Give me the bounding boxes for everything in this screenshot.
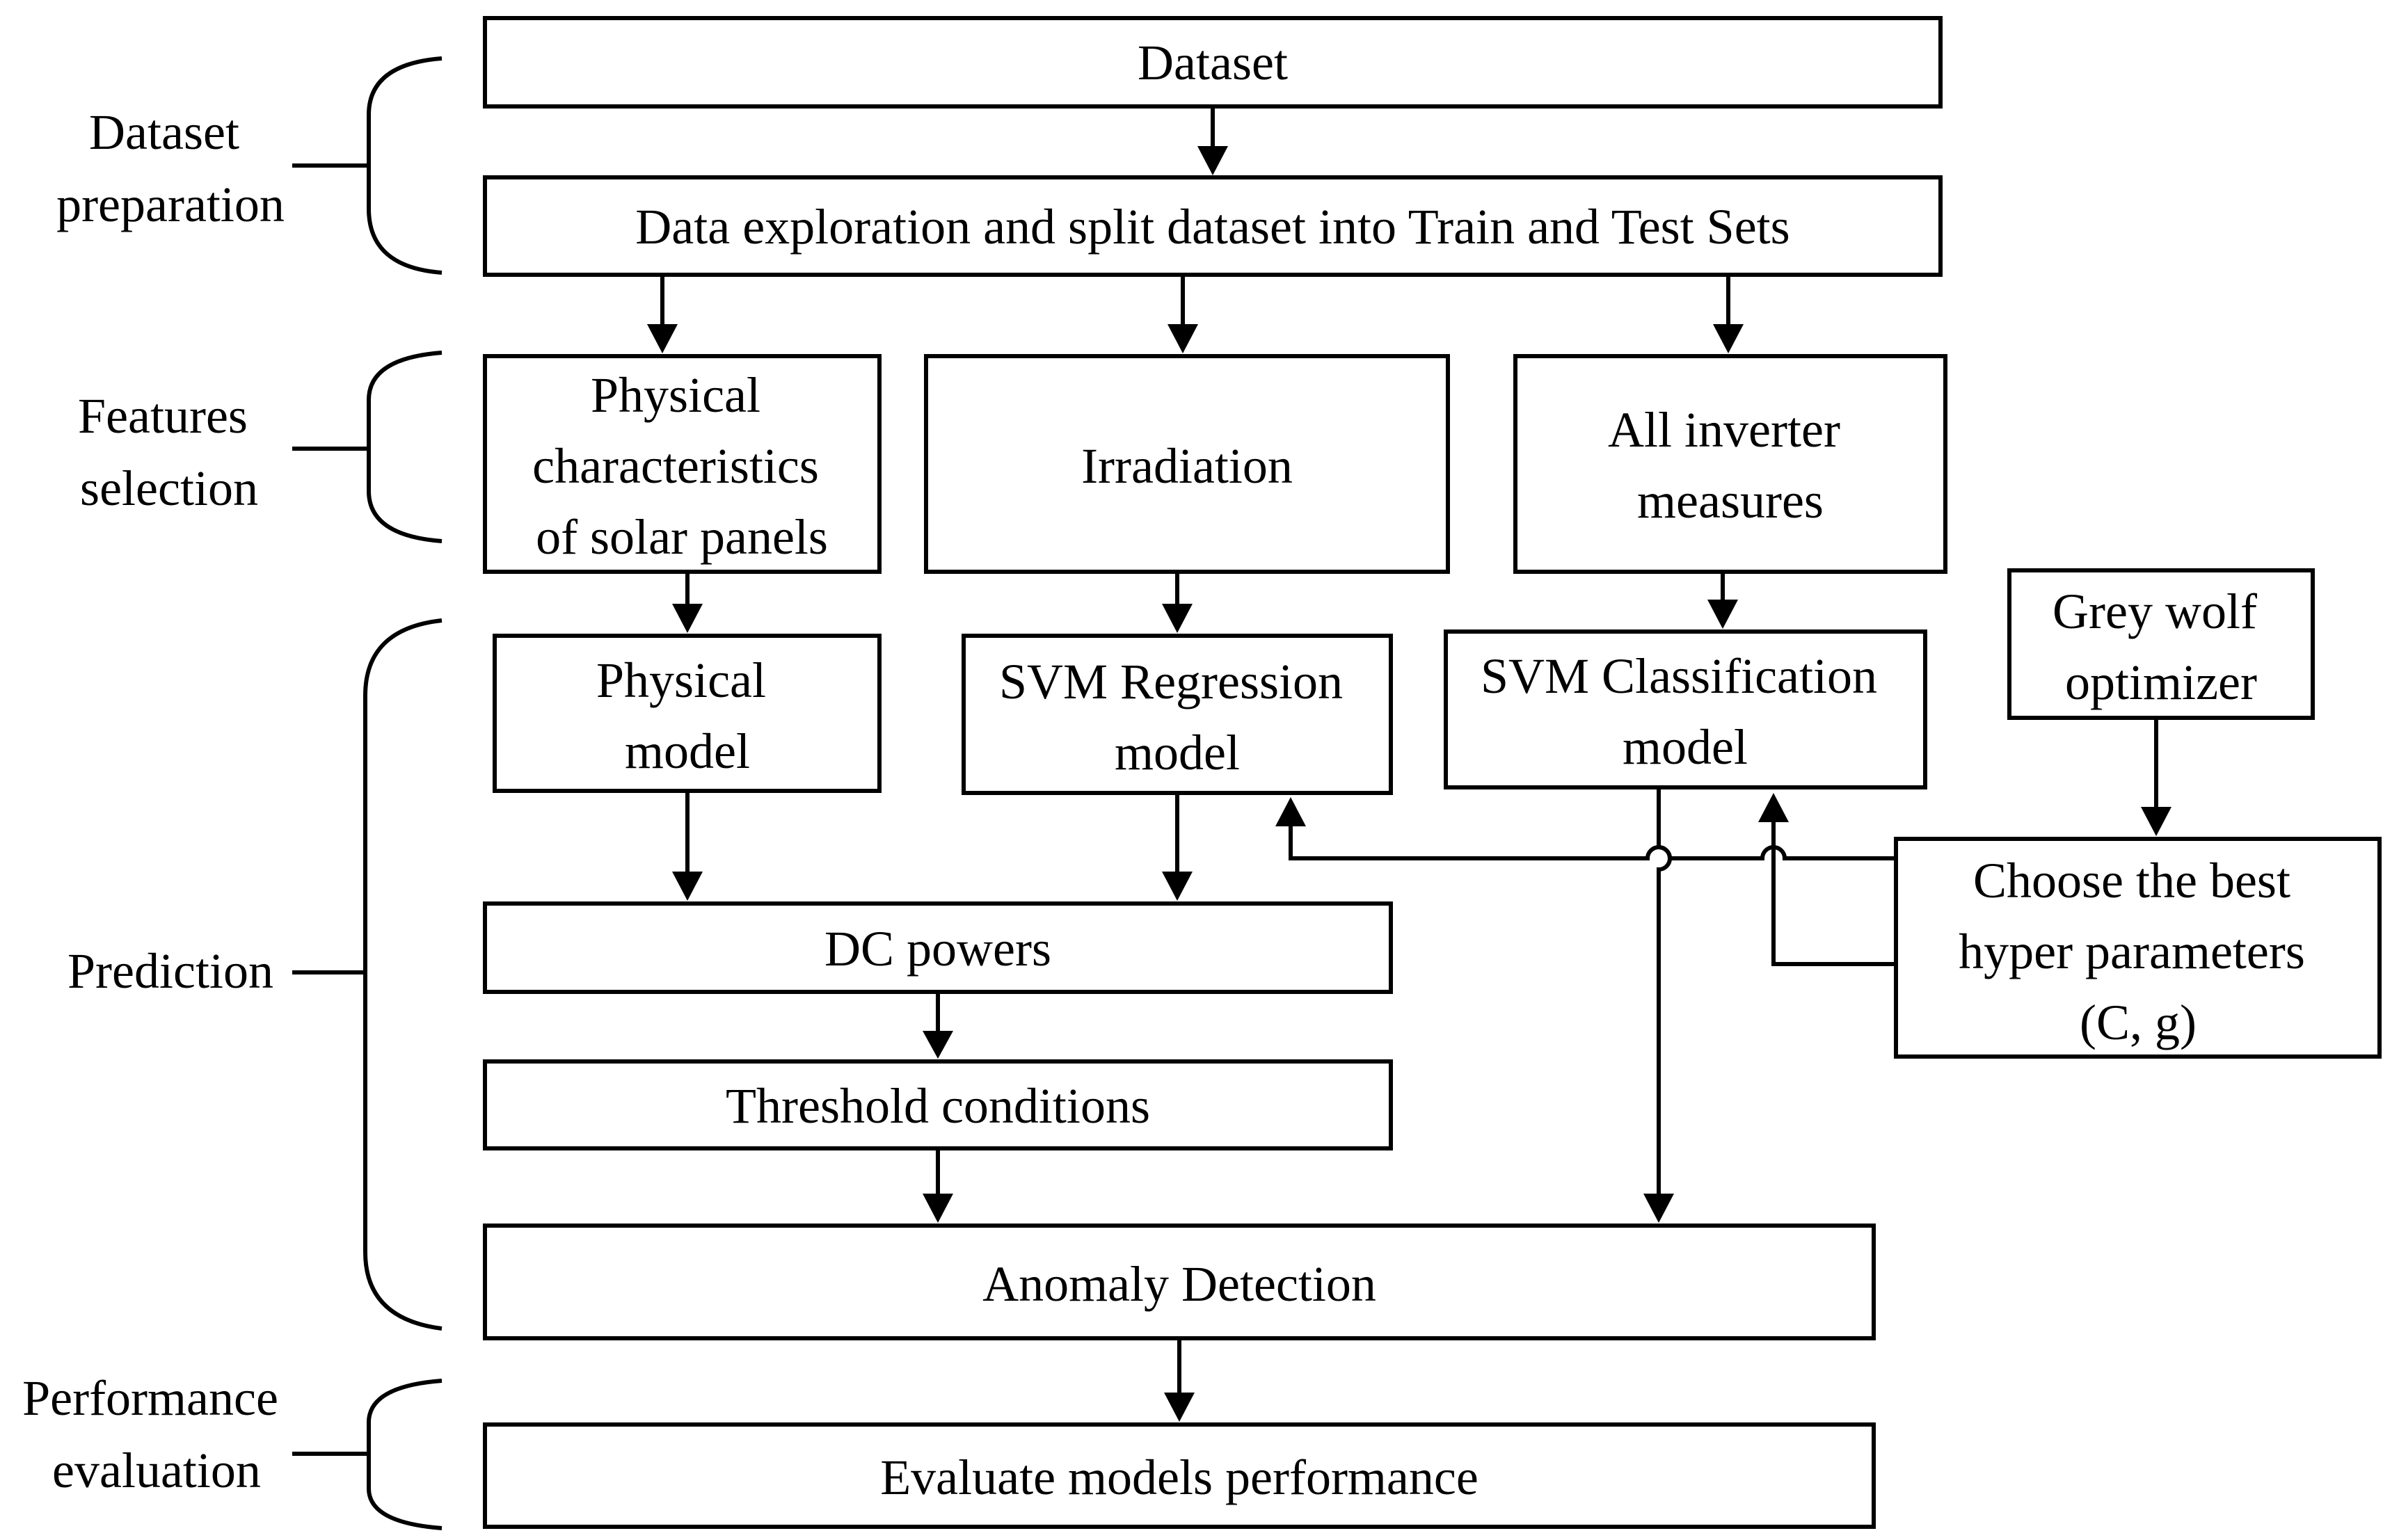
evaluate-performance-label: Evaluate models performance: [880, 1450, 1479, 1505]
hyper-parameters-label: Choose the best hyper parameters (C, g): [1959, 853, 2318, 1050]
arrow-anomaly-to-evaluate: [1164, 1338, 1195, 1422]
brace-performance-evaluation: [292, 1379, 443, 1530]
anomaly-detection-box: Anomaly Detection: [483, 1224, 1876, 1340]
exploration-label: Data exploration and split dataset into …: [635, 199, 1790, 255]
anomaly-detection-label: Anomaly Detection: [982, 1256, 1376, 1312]
dataset-box: Dataset: [483, 16, 1943, 109]
arrow-dataset-to-exploration: [1197, 106, 1228, 175]
arrow-exploration-to-inverter-measures: [1713, 275, 1744, 353]
physical-characteristics-label: Physical characteristics of solar panels: [532, 367, 831, 565]
grey-wolf-box: Grey wolf optimizer: [2007, 568, 2315, 720]
grey-wolf-label: Grey wolf optimizer: [2053, 584, 2270, 710]
arrow-exploration-to-physical-characteristics: [647, 275, 678, 353]
dataset-label: Dataset: [1138, 35, 1288, 90]
threshold-label: Threshold conditions: [726, 1078, 1150, 1134]
section-performance-evaluation-label: Performance evaluation: [22, 1370, 291, 1498]
brace-dataset-preparation: [292, 56, 443, 275]
arrow-exploration-to-irradiation: [1167, 275, 1198, 353]
arrow-dc-powers-to-threshold: [923, 992, 953, 1059]
dc-powers-label: DC powers: [824, 921, 1051, 977]
threshold-box: Threshold conditions: [483, 1059, 1393, 1150]
svm-regression-label: SVM Regression model: [999, 654, 1355, 780]
dc-powers-box: DC powers: [483, 901, 1393, 994]
physical-model-box: Physical model: [493, 634, 882, 793]
exploration-box: Data exploration and split dataset into …: [483, 175, 1943, 277]
inverter-measures-label: All inverter measures: [1608, 402, 1853, 529]
irradiation-box: Irradiation: [924, 354, 1450, 574]
inverter-measures-box: All inverter measures: [1513, 354, 1947, 574]
arrow-svm-regression-to-dc-powers: [1162, 793, 1193, 901]
arrow-physical-model-to-dc-powers: [672, 791, 703, 901]
arrow-hyper-parameters-to-svm-regression: [1275, 797, 1896, 860]
arrow-irradiation-to-svm-regression: [1162, 572, 1193, 633]
arrow-grey-wolf-to-hyper-parameters: [2141, 718, 2171, 836]
section-dataset-preparation-label: Dataset preparation: [56, 104, 285, 232]
physical-model-label: Physical model: [596, 652, 779, 779]
arrow-inverter-measures-to-svm-classification: [1707, 572, 1738, 629]
arrow-threshold-to-anomaly: [923, 1148, 953, 1223]
section-prediction-label: Prediction: [67, 943, 273, 999]
arrow-hyper-parameters-to-svm-classification: [1758, 793, 1896, 966]
brace-features-selection: [292, 351, 443, 543]
svm-classification-box: SVM Classification model: [1444, 629, 1927, 789]
arrow-physical-characteristics-to-physical-model: [672, 572, 703, 633]
hyper-parameters-box: Choose the best hyper parameters (C, g): [1894, 837, 2382, 1059]
physical-characteristics-box: Physical characteristics of solar panels: [483, 354, 882, 574]
section-features-selection-label: Features selection: [78, 388, 260, 516]
brace-prediction: [292, 618, 443, 1331]
irradiation-label: Irradiation: [1081, 438, 1293, 494]
evaluate-performance-box: Evaluate models performance: [483, 1422, 1876, 1529]
svm-classification-label: SVM Classification model: [1481, 648, 1890, 775]
svm-regression-box: SVM Regression model: [962, 634, 1393, 795]
